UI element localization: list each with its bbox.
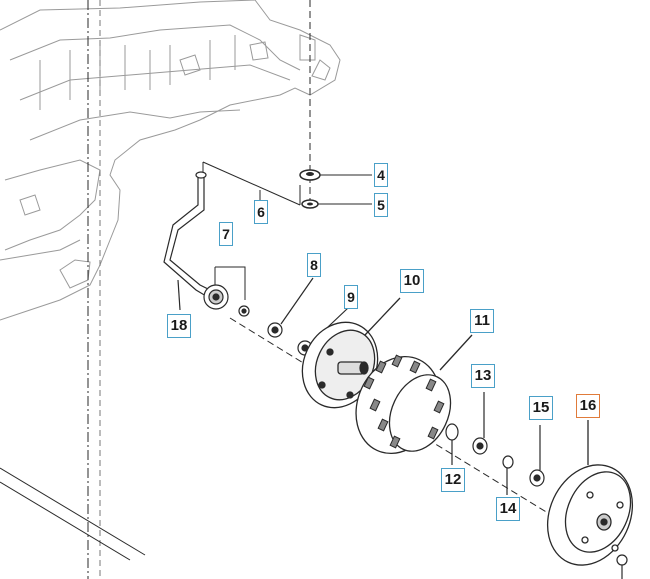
reference-lines (87, 0, 101, 579)
callout-part-8[interactable]: 8 (307, 253, 321, 277)
part-13-shape (472, 392, 488, 455)
chassis-outline (0, 0, 341, 321)
screw (616, 554, 628, 579)
callout-part-4[interactable]: 4 (374, 163, 388, 187)
callout-part-11[interactable]: 11 (470, 309, 494, 333)
callout-part-13[interactable]: 13 (471, 364, 495, 388)
part-18-shape (163, 171, 211, 311)
callout-part-6[interactable]: 6 (254, 200, 268, 224)
part-4-shape (299, 169, 372, 181)
callout-part-10[interactable]: 10 (400, 269, 424, 293)
part-15-shape (529, 425, 545, 487)
callout-part-18[interactable]: 18 (167, 314, 191, 338)
bushing-small (238, 305, 250, 317)
callout-part-14[interactable]: 14 (496, 497, 520, 521)
callout-part-12[interactable]: 12 (441, 468, 465, 492)
part-10-shape (301, 297, 401, 409)
part-14-shape (502, 455, 514, 495)
callout-part-9[interactable]: 9 (344, 285, 358, 309)
pinion-gear (203, 284, 229, 310)
callout-part-15[interactable]: 15 (529, 396, 553, 420)
part-7-leaders (214, 266, 246, 300)
housing-edge (0, 467, 146, 561)
part-11-shape (355, 334, 473, 455)
part-5-shape (301, 199, 372, 209)
part-6-leaders (202, 161, 301, 206)
part-8-shape (267, 277, 314, 338)
callout-part-5[interactable]: 5 (374, 193, 388, 217)
part-16-shape (546, 420, 634, 566)
callout-part-16[interactable]: 16 (576, 394, 600, 418)
callout-part-7[interactable]: 7 (219, 222, 233, 246)
part-12-shape (445, 423, 459, 465)
